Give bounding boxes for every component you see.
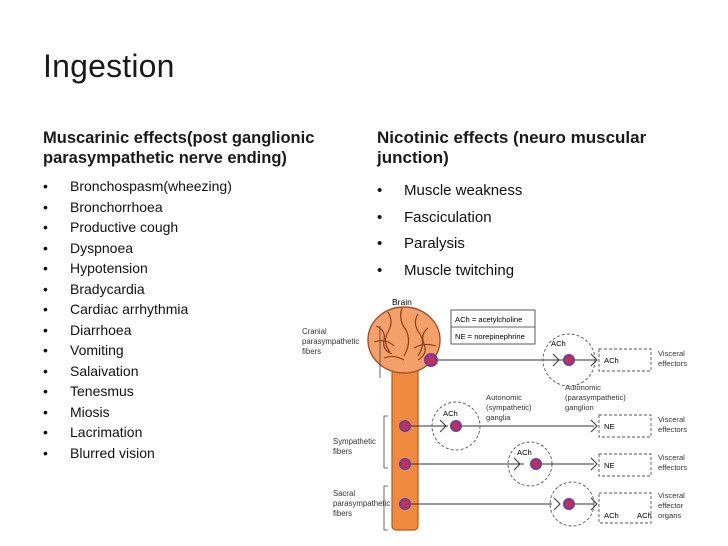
- synapse-marker: [563, 354, 575, 366]
- visceral-label: effectors: [658, 359, 687, 368]
- sacral-label: parasympathetic: [333, 499, 390, 508]
- nicotinic-heading: Nicotinic effects (neuro muscular juncti…: [377, 128, 647, 167]
- legend-ach: ACh = acetylcholine: [455, 315, 522, 324]
- list-item: Miosis: [43, 402, 232, 423]
- synapse-marker: [399, 420, 411, 432]
- nicotinic-list: Muscle weakness Fasciculation Paralysis …: [377, 178, 522, 284]
- brain-illustration: [367, 306, 441, 374]
- synapse-marker: [530, 458, 542, 470]
- muscarinic-heading: Muscarinic effects(post ganglionic paras…: [43, 129, 315, 167]
- slide-title: Ingestion: [43, 48, 175, 84]
- visceral-label: Visceral: [658, 453, 685, 462]
- ach-label: ACh: [604, 356, 619, 365]
- list-item: Productive cough: [43, 217, 232, 238]
- legend-ne: NE = norepinephrine: [455, 332, 525, 341]
- list-item: Diarrhoea: [43, 320, 232, 341]
- list-item: Salaivation: [43, 361, 232, 382]
- synapse-marker: [424, 353, 438, 367]
- legend: ACh = acetylcholine NE = norepinephrine: [450, 309, 536, 345]
- list-item: Bradycardia: [43, 279, 232, 300]
- ach-label: ACh: [517, 448, 532, 457]
- muscarinic-list: Bronchospasm(wheezing) Bronchorrhoea Pro…: [43, 176, 232, 463]
- sympathetic-ganglia-label: (sympathetic): [486, 403, 532, 412]
- visceral-label: Visceral: [658, 415, 685, 424]
- visceral-label: Visceral: [658, 491, 685, 500]
- synapse-marker: [563, 498, 575, 510]
- ach-label: ACh: [604, 511, 619, 520]
- sacral-label: fibers: [333, 509, 352, 518]
- sacral-label: Sacral: [333, 489, 355, 498]
- list-item: Blurred vision: [43, 443, 232, 464]
- cranial-label: fibers: [302, 347, 321, 356]
- sympathetic-bracket: [383, 415, 388, 469]
- list-item: Fasciculation: [377, 205, 522, 232]
- list-item: Bronchospasm(wheezing): [43, 176, 232, 197]
- list-item: Lacrimation: [43, 422, 232, 443]
- cranial-label: parasympathetic: [302, 337, 359, 346]
- brain-label: Brain: [392, 297, 412, 307]
- list-item: Paralysis: [377, 231, 522, 258]
- visceral-label: effectors: [658, 425, 687, 434]
- sympathetic-label: Sympathetic: [333, 437, 376, 446]
- visceral-label: organs: [658, 511, 681, 520]
- synapse-marker: [399, 458, 411, 470]
- ach-label: ACh: [637, 511, 652, 520]
- list-item: Muscle weakness: [377, 178, 522, 205]
- list-item: Hypotension: [43, 258, 232, 279]
- parasympathetic-ganglion-label: (parasympathetic): [565, 393, 626, 402]
- ne-label: NE: [604, 461, 615, 470]
- sympathetic-label: fibers: [333, 447, 352, 456]
- list-item: Dyspnoea: [43, 238, 232, 259]
- synapse-marker: [399, 498, 411, 510]
- autonomic-nervous-system-diagram: Brain ACh = acetylcholine NE = norepinep…: [302, 297, 687, 531]
- synapse-marker: [450, 420, 462, 432]
- list-item: Bronchorrhoea: [43, 197, 232, 218]
- visceral-label: effectors: [658, 463, 687, 472]
- parasympathetic-ganglion-label: Autonomic: [565, 383, 601, 392]
- cranial-label: Cranial: [302, 327, 327, 336]
- visceral-label: Visceral: [658, 349, 685, 358]
- list-item: Vomiting: [43, 340, 232, 361]
- list-item: Tenesmus: [43, 381, 232, 402]
- sympathetic-ganglia-label: Autonomic: [486, 393, 522, 402]
- sympathetic-ganglia-label: ganglia: [486, 413, 511, 422]
- ach-label: ACh: [443, 409, 458, 418]
- list-item: Muscle twitching: [377, 258, 522, 285]
- ne-label: NE: [604, 422, 615, 431]
- ach-label: ACh: [551, 339, 566, 348]
- visceral-label: effector: [658, 501, 684, 510]
- parasympathetic-ganglion-label: ganglion: [565, 403, 594, 412]
- sacral-bracket: [383, 485, 388, 531]
- list-item: Cardiac arrhythmia: [43, 299, 232, 320]
